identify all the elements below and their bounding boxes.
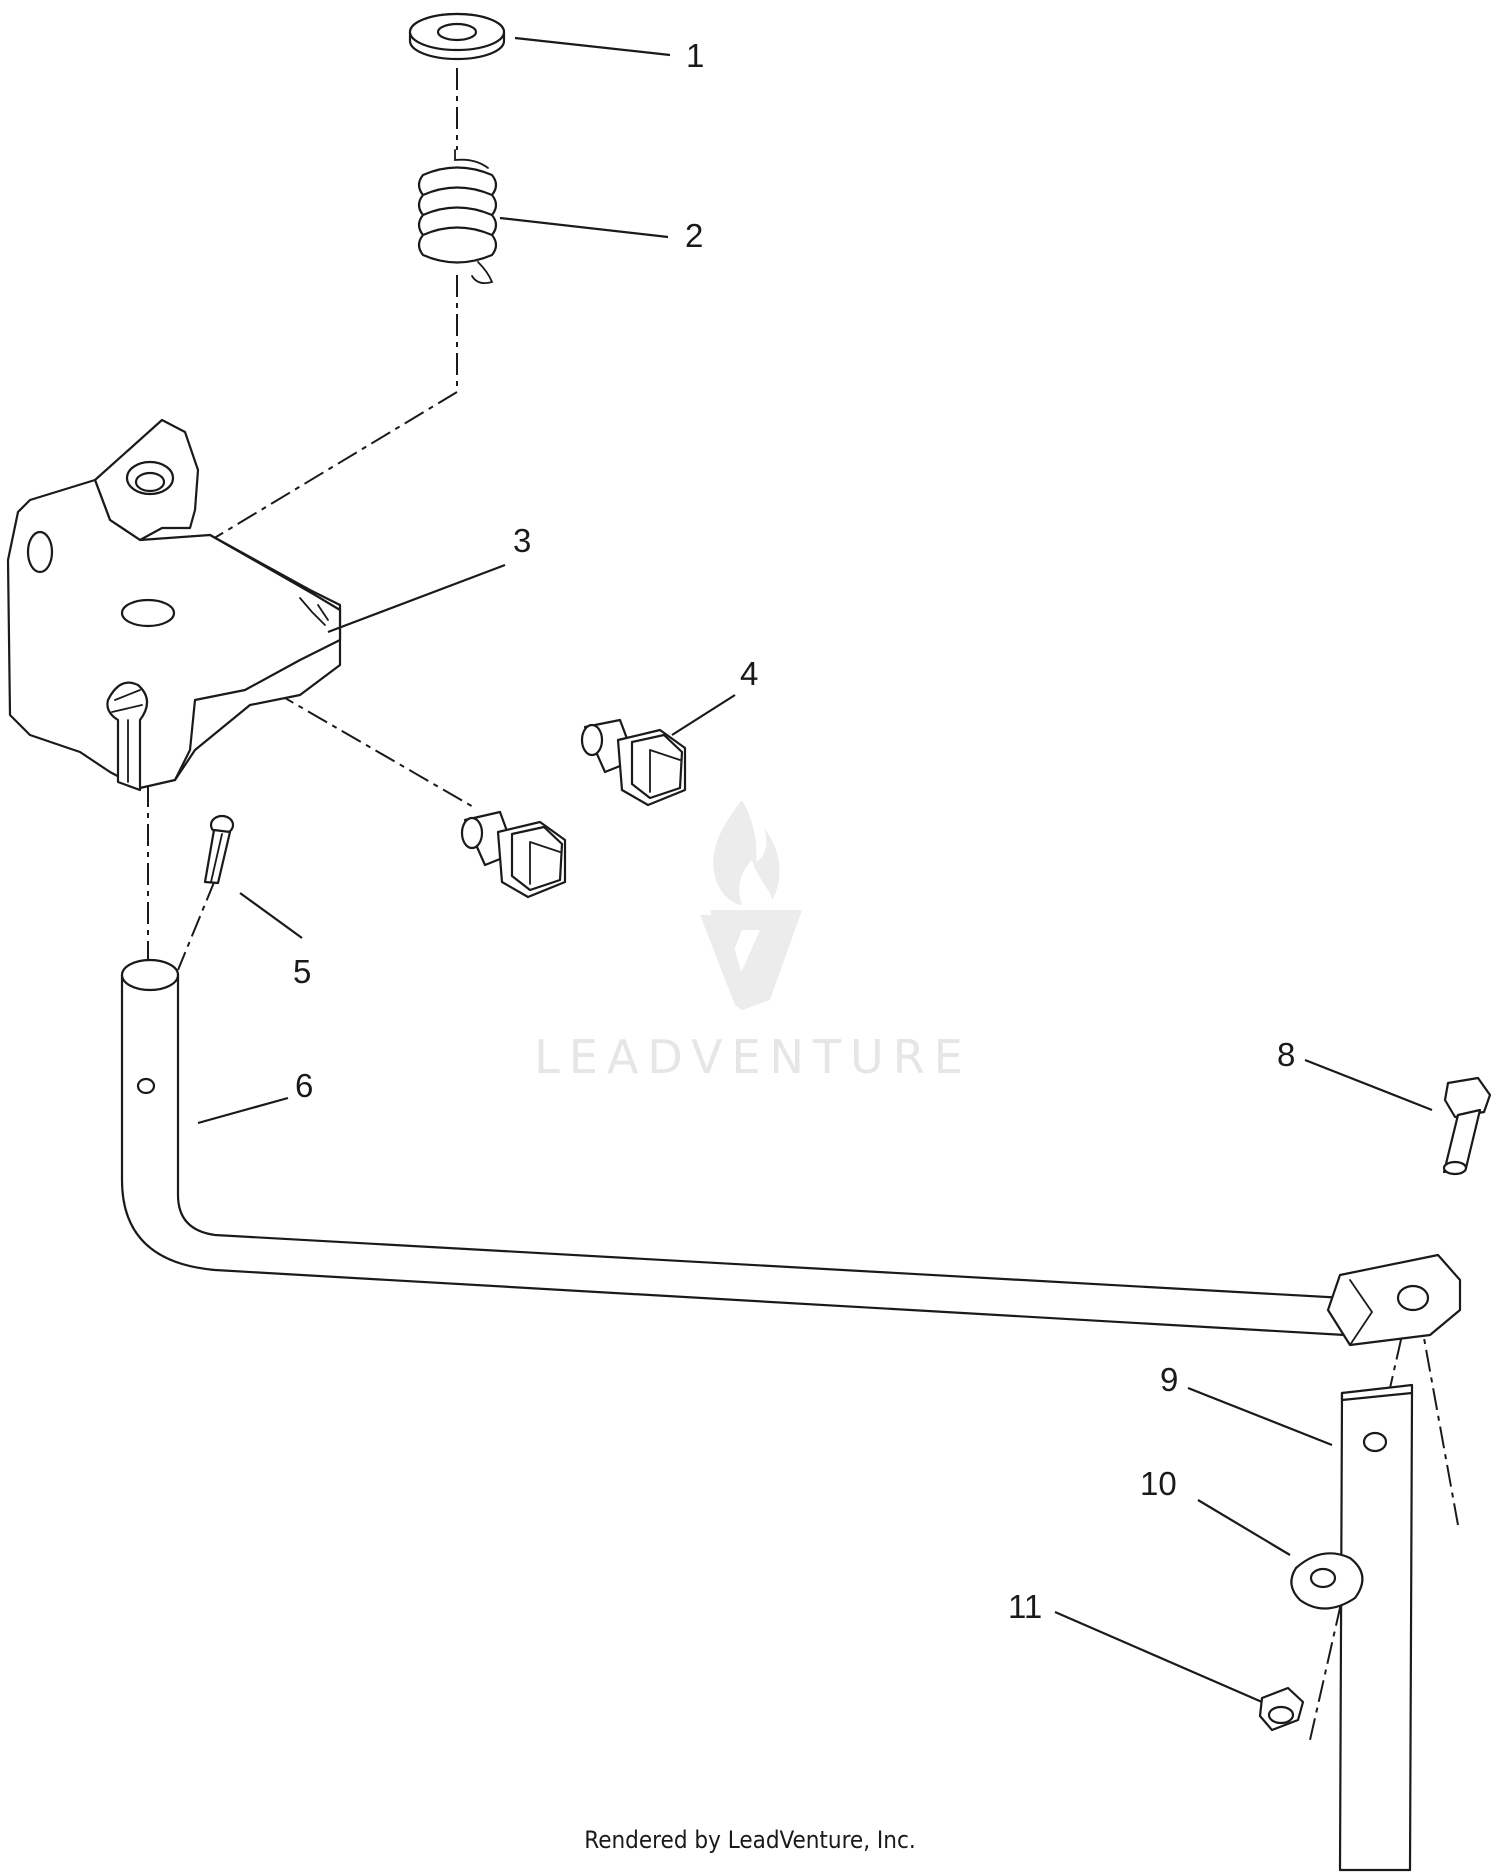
callout-2: 2 (685, 217, 703, 254)
part-3-bracket (6, 418, 342, 792)
part-2-spring (417, 149, 498, 285)
callout-4: 4 (740, 655, 758, 692)
callout-3: 3 (513, 522, 531, 559)
callout-10: 10 (1140, 1465, 1177, 1502)
part-1-washer (408, 12, 506, 61)
callout-5: 5 (293, 953, 311, 990)
part-6-rod (120, 958, 1462, 1347)
part-4-bolt-second (460, 810, 567, 899)
callout-1: 1 (686, 37, 704, 74)
part-11-nut (1258, 1686, 1305, 1732)
callout-8: 8 (1277, 1036, 1295, 1073)
part-8-bolt (1442, 1076, 1492, 1176)
callout-11: 11 (1008, 1588, 1042, 1625)
callout-6: 6 (295, 1067, 313, 1104)
assembly-centerlines (37, 68, 1459, 1741)
leader-lines (197, 36, 1433, 1704)
watermark-text: LEADVENTURE (534, 1030, 972, 1084)
callout-9: 9 (1160, 1361, 1178, 1398)
footer-credit: Rendered by LeadVenture, Inc. (584, 1826, 916, 1854)
part-9-strap (1338, 1383, 1414, 1872)
leadventure-watermark-logo (700, 800, 802, 1010)
part-10-washer (1290, 1552, 1364, 1610)
part-5-cotter-pin (203, 814, 235, 885)
part-4-bolt (580, 718, 687, 807)
